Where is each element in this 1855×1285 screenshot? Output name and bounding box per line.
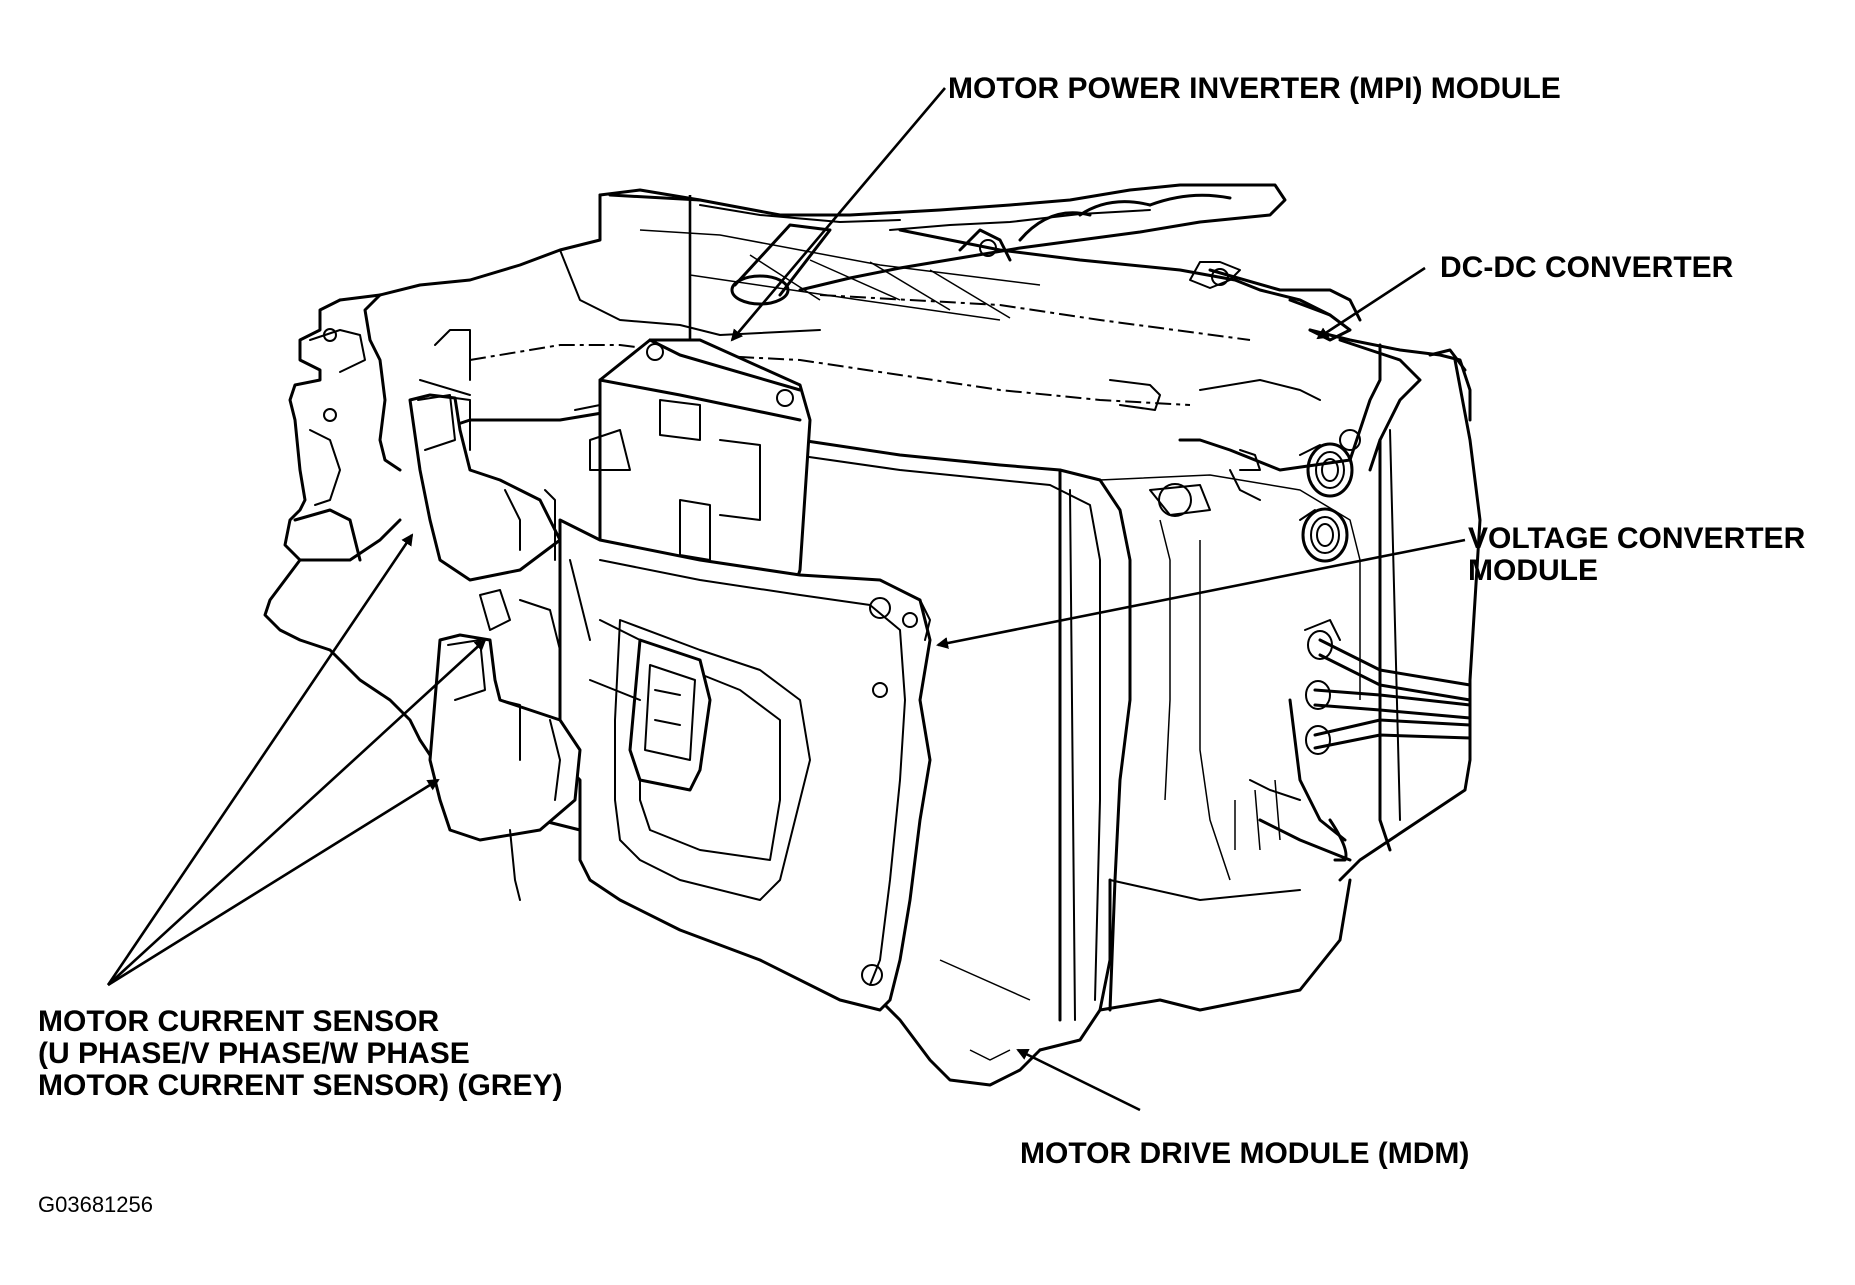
current-sensors [408, 329, 631, 901]
mpi-module-block [574, 338, 812, 602]
current-sensor-label-line3: MOTOR CURRENT SENSOR) (GREY) [38, 1069, 562, 1102]
voltage-converter-label-line2: MODULE [1468, 554, 1598, 587]
unit-assembly [263, 183, 1482, 1087]
dcdc-leader [1316, 266, 1426, 340]
right-cables [1288, 619, 1472, 862]
voltage-converter-label-line1: VOLTAGE CONVERTER [1468, 522, 1806, 555]
voltage-converter-cover [558, 518, 932, 1012]
mdm-label: MOTOR DRIVE MODULE (MDM) [1020, 1137, 1469, 1170]
mpi-leader [730, 87, 946, 342]
current-sensor-leader-3 [107, 778, 440, 987]
leader-lines [106, 87, 1466, 1112]
dcdc-converter-box [1109, 268, 1482, 882]
center-connectors [589, 619, 712, 792]
current-sensor-leader-2 [107, 638, 487, 986]
left-bracket [263, 293, 422, 742]
mpi-module-label: MOTOR POWER INVERTER (MPI) MODULE [948, 72, 1561, 105]
mdm-frame [438, 408, 1361, 1022]
current-sensor-label-line2: (U PHASE/V PHASE/W PHASE [38, 1037, 470, 1070]
mdm-leader [1016, 1048, 1141, 1112]
current-sensor-label-line1: MOTOR CURRENT SENSOR [38, 1005, 439, 1038]
right-connectors [1299, 442, 1354, 563]
voltage-converter-leader [936, 538, 1466, 649]
current-sensor-leader-1 [106, 533, 414, 986]
callout-labels: MOTOR POWER INVERTER (MPI) MODULE DC-DC … [38, 72, 1806, 1217]
figure-code: G03681256 [38, 1192, 153, 1217]
dcdc-converter-label: DC-DC CONVERTER [1440, 251, 1734, 284]
top-cable [608, 183, 1287, 306]
